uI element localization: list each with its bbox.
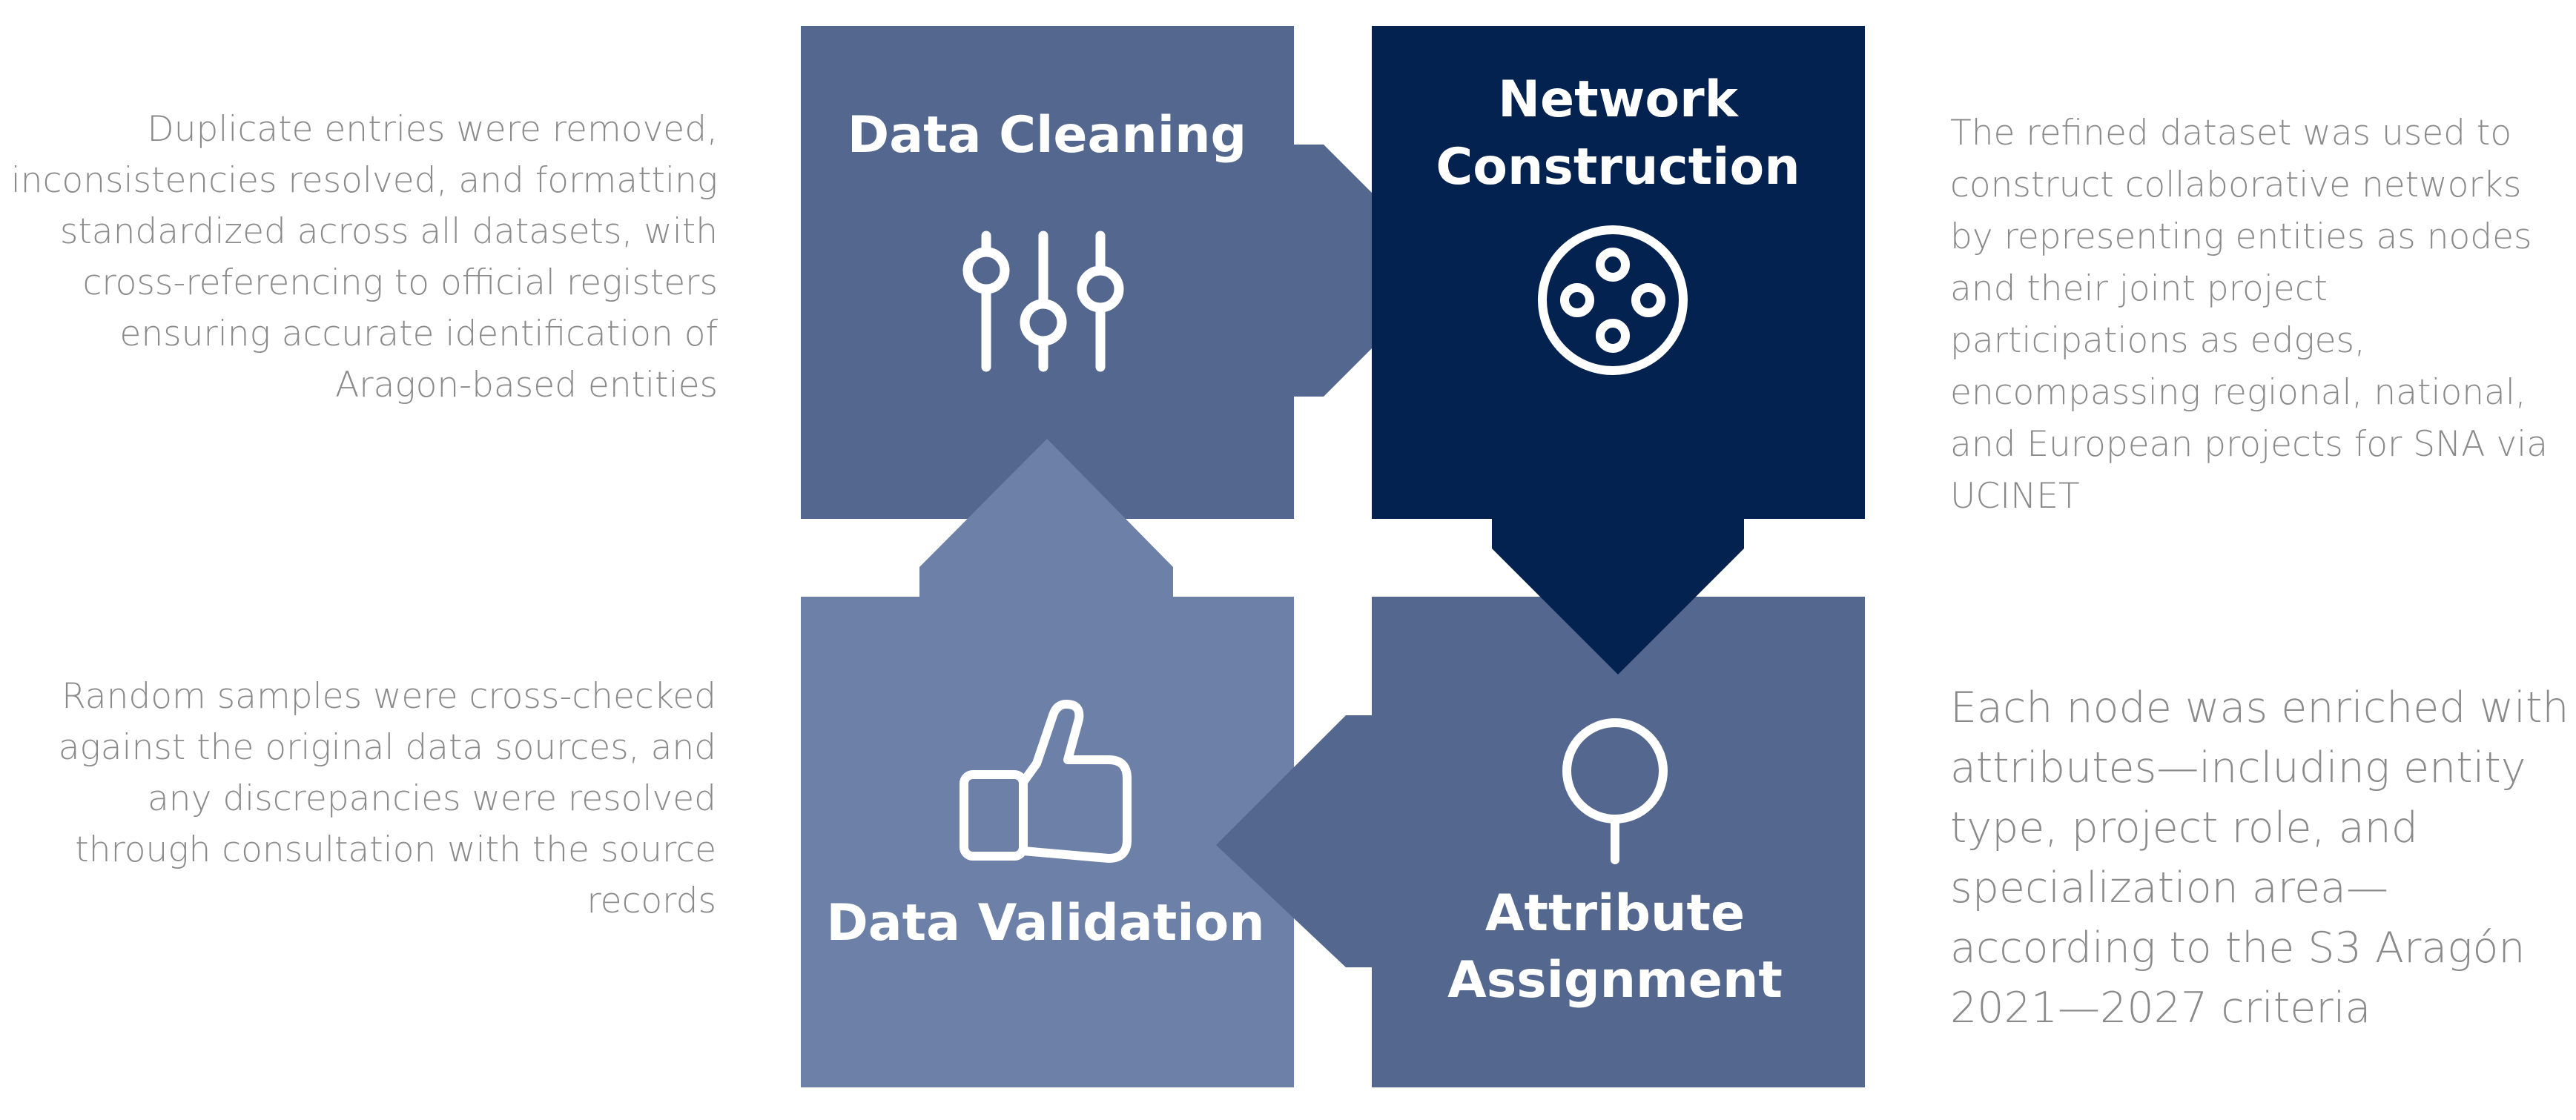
attribute-assignment-block: Attribute Assignment — [1216, 597, 1865, 1087]
sliders-icon — [962, 231, 1124, 372]
arrow-network-to-attribute — [1492, 519, 1744, 675]
data-validation-box — [801, 597, 1294, 1087]
network-construction-description: The refined dataset was used to construc… — [1950, 113, 2549, 517]
data-cleaning-block: Data Cleaning — [801, 26, 1450, 519]
attribute-assignment-description: Each node was enriched with attributes—i… — [1950, 683, 2569, 1033]
network-nodes-icon — [1538, 225, 1688, 375]
attribute-assignment-title-line2: Assignment — [1447, 951, 1783, 1010]
data-validation-title: Data Validation — [826, 894, 1264, 952]
arrow-validation-to-cleaning — [919, 439, 1173, 597]
data-cleaning-description: Duplicate entries were removed, inconsis… — [10, 109, 718, 405]
data-validation-description: Random samples were cross-checked agains… — [58, 676, 716, 921]
attribute-assignment-title-line1: Attribute — [1485, 884, 1745, 943]
pin-icon — [1562, 718, 1668, 864]
network-construction-block: Network Construction — [1372, 26, 1865, 675]
arrow-attribute-to-validation — [1216, 715, 1375, 967]
thumbs-up-icon — [960, 700, 1132, 863]
data-cleaning-title: Data Cleaning — [848, 106, 1246, 165]
data-validation-block: Data Validation — [801, 439, 1294, 1087]
network-construction-title-line2: Construction — [1436, 138, 1800, 196]
network-construction-title-line1: Network — [1498, 70, 1740, 129]
